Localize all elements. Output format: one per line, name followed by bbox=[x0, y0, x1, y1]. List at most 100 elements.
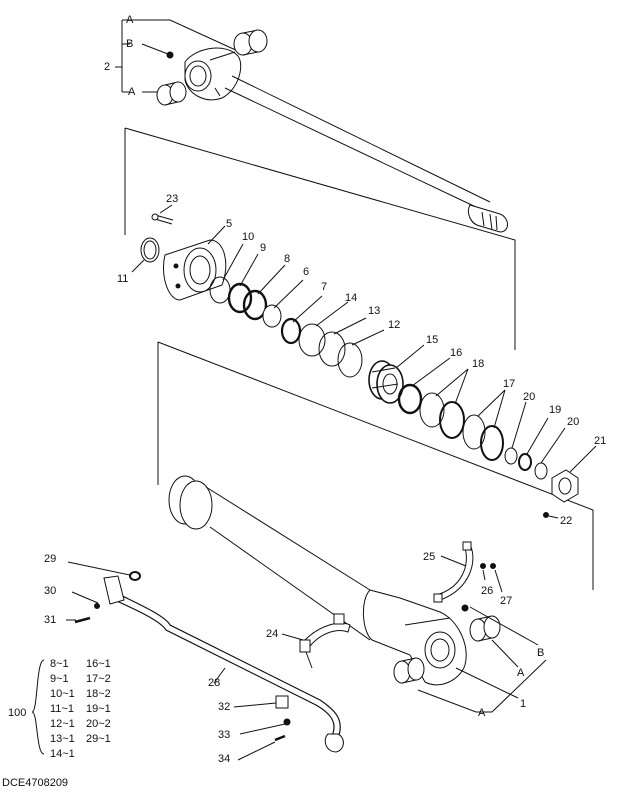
ring-16 bbox=[397, 383, 423, 415]
seal-kit-right-column: 16~1 17~2 18~2 19~1 20~2 29~1 bbox=[86, 657, 111, 747]
callout-label: 33 bbox=[218, 729, 231, 741]
leader-33 bbox=[239, 723, 286, 735]
leader-7 bbox=[292, 295, 323, 323]
leader-11 bbox=[131, 259, 145, 273]
clamp-25 bbox=[433, 541, 474, 603]
screw-22 bbox=[543, 512, 549, 518]
callout-label: 20 bbox=[567, 416, 580, 428]
callout-label: 34 bbox=[218, 753, 231, 765]
rod-eye bbox=[184, 47, 242, 101]
kit-item: 8~1 bbox=[50, 658, 69, 670]
ring-18b bbox=[439, 401, 465, 439]
callout-label: A bbox=[517, 667, 525, 679]
callout-label: 31 bbox=[44, 614, 57, 626]
leader-b-top bbox=[122, 43, 169, 55]
ring-7 bbox=[280, 317, 302, 345]
leader-30 bbox=[71, 591, 99, 604]
callout-label: 9 bbox=[260, 242, 267, 254]
kit-item: 18~2 bbox=[86, 688, 111, 700]
ring-8 bbox=[242, 289, 268, 321]
callout-label: 29 bbox=[44, 553, 57, 565]
phantom-line-1 bbox=[124, 127, 516, 350]
kit-item: 10~1 bbox=[50, 688, 75, 700]
piston bbox=[368, 360, 404, 404]
callout-label: A bbox=[478, 707, 486, 719]
leader-a-low2 bbox=[417, 659, 547, 713]
kit-item: 12~1 bbox=[50, 718, 75, 730]
washer-26 bbox=[480, 563, 486, 569]
callout-label: 16 bbox=[450, 347, 463, 359]
bolt-23 bbox=[151, 213, 174, 225]
callout-label: 22 bbox=[560, 515, 573, 527]
callout-label: 20 bbox=[523, 391, 536, 403]
leader-15 bbox=[395, 344, 425, 369]
leader-22 bbox=[548, 515, 559, 519]
leader-12 bbox=[351, 329, 385, 346]
rod-gland bbox=[163, 239, 227, 301]
ring-20a bbox=[504, 447, 518, 465]
callout-label: 13 bbox=[368, 305, 381, 317]
ring-18a bbox=[419, 392, 445, 428]
leader-24 bbox=[281, 633, 304, 641]
o-ring-29 bbox=[129, 571, 141, 581]
leader-17 bbox=[477, 389, 506, 429]
ring-11 bbox=[140, 237, 160, 263]
clamp-24 bbox=[299, 613, 351, 669]
leader-25 bbox=[440, 555, 467, 567]
ring-14 bbox=[298, 323, 326, 357]
callout-label: 17 bbox=[503, 378, 516, 390]
leader-10 bbox=[222, 243, 244, 281]
leader-34 bbox=[237, 741, 276, 761]
leader-14 bbox=[315, 301, 349, 327]
leader-a-low1 bbox=[491, 639, 519, 668]
callout-label: A bbox=[128, 86, 136, 98]
ring-6 bbox=[262, 304, 282, 328]
kit-item: 13~1 bbox=[50, 733, 75, 745]
phantom-line-2 bbox=[157, 341, 594, 590]
leader-13 bbox=[333, 317, 367, 335]
leader-20b bbox=[540, 427, 566, 464]
callout-label: 26 bbox=[481, 585, 494, 597]
callout-label: 12 bbox=[388, 319, 401, 331]
callout-label: 2 bbox=[104, 61, 111, 73]
leader-26 bbox=[482, 569, 486, 581]
leader-1 bbox=[455, 667, 519, 699]
leader-16 bbox=[411, 357, 451, 387]
drawing-code: DCE4708209 bbox=[2, 777, 69, 789]
bolt-34 bbox=[274, 734, 286, 742]
piston-rod bbox=[224, 75, 508, 233]
leader-a-top bbox=[122, 19, 241, 53]
callout-label: 14 bbox=[345, 292, 358, 304]
kit-item: 9~1 bbox=[50, 673, 69, 685]
leader-19 bbox=[526, 417, 549, 455]
callout-label: 32 bbox=[218, 701, 231, 713]
leader-29 bbox=[67, 561, 131, 576]
leader-6 bbox=[273, 279, 304, 309]
callout-label: 7 bbox=[321, 281, 328, 293]
fitting-30 bbox=[94, 603, 100, 609]
kit-item: 14~1 bbox=[50, 748, 75, 760]
leader-5 bbox=[207, 225, 226, 245]
callout-label: 28 bbox=[208, 677, 221, 689]
callout-label: 1 bbox=[520, 698, 527, 710]
bushing-top bbox=[233, 29, 268, 56]
callout-label: 27 bbox=[500, 595, 513, 607]
kit-item: 19~1 bbox=[86, 703, 111, 715]
ring-17a bbox=[462, 414, 486, 450]
callout-label: A bbox=[126, 14, 134, 26]
bushing-lower-right bbox=[469, 615, 501, 642]
nut-21 bbox=[551, 469, 579, 503]
callout-label: 24 bbox=[266, 628, 279, 640]
leader-32 bbox=[233, 702, 277, 708]
cylinder-tube bbox=[168, 475, 467, 686]
seal-kit-left-column: 8~1 9~1 10~1 11~1 12~1 13~1 14~1 bbox=[50, 657, 75, 762]
grease-fitting-b bbox=[166, 51, 174, 59]
kit-brace bbox=[31, 659, 45, 755]
pipe-28 bbox=[103, 575, 344, 753]
leader-20a bbox=[511, 401, 527, 449]
ring-19 bbox=[518, 453, 532, 471]
ring-17b bbox=[480, 425, 504, 461]
callout-label: B bbox=[537, 647, 545, 659]
grease-fitting-lower bbox=[461, 604, 469, 612]
bolt-31 bbox=[74, 616, 91, 624]
